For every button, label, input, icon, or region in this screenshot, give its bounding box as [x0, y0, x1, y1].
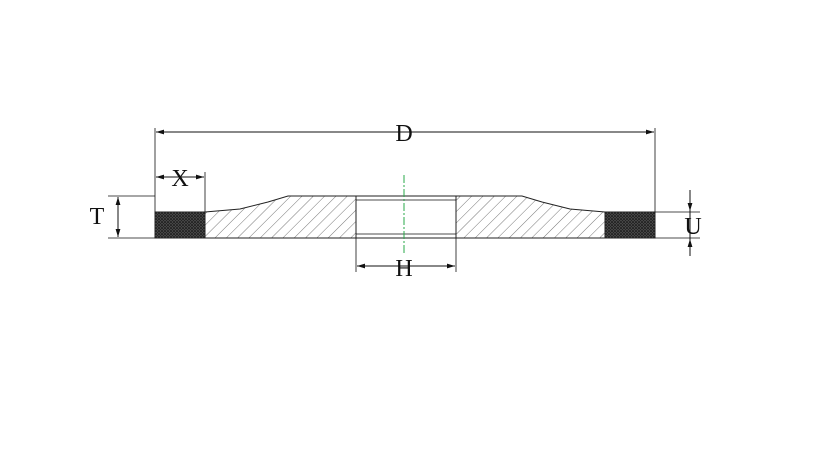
label-u: U — [684, 214, 701, 240]
label-t: T — [90, 204, 105, 230]
wheel-body-left — [204, 195, 357, 239]
wheel-body-right — [455, 195, 606, 239]
abrasive-rim-right — [604, 211, 656, 239]
abrasive-rim-left — [154, 211, 206, 239]
label-x: X — [171, 166, 188, 192]
label-h: H — [395, 256, 412, 282]
bore — [355, 195, 457, 239]
label-d: D — [395, 121, 412, 147]
